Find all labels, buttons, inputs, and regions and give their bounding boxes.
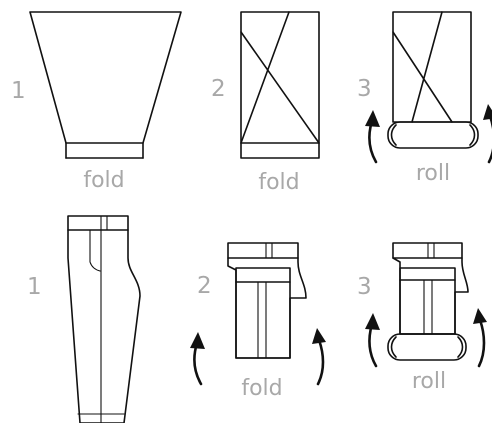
top-step-1-number: 1 (11, 78, 26, 104)
skirt-step-3-drawing (387, 11, 479, 149)
curved-up-arrow-icon (190, 332, 205, 386)
bottom-step-3-number: 3 (357, 274, 372, 300)
skirt-step-1-drawing (29, 11, 182, 159)
top-step-3-caption: roll (415, 161, 451, 186)
bottom-step-3-caption: roll (411, 369, 447, 394)
top-step-3-number: 3 (357, 76, 372, 102)
top-step-2-caption: fold (258, 170, 300, 195)
curved-up-arrow-icon (365, 110, 380, 164)
top-step-1-caption: fold (83, 168, 125, 193)
curved-up-arrow-icon (483, 104, 492, 164)
trousers-step-2-drawing (227, 242, 307, 359)
trousers-step-1-drawing (67, 215, 141, 423)
curved-up-arrow-icon (473, 308, 487, 368)
curved-up-arrow-icon (365, 313, 380, 368)
skirt-step-2-drawing (240, 11, 320, 159)
curved-up-arrow-icon (312, 328, 326, 386)
bottom-step-1-number: 1 (27, 274, 42, 300)
bottom-step-2-caption: fold (241, 376, 283, 401)
trousers-step-3-drawing (387, 242, 469, 361)
top-step-2-number: 2 (211, 76, 226, 102)
bottom-step-2-number: 2 (197, 273, 212, 299)
